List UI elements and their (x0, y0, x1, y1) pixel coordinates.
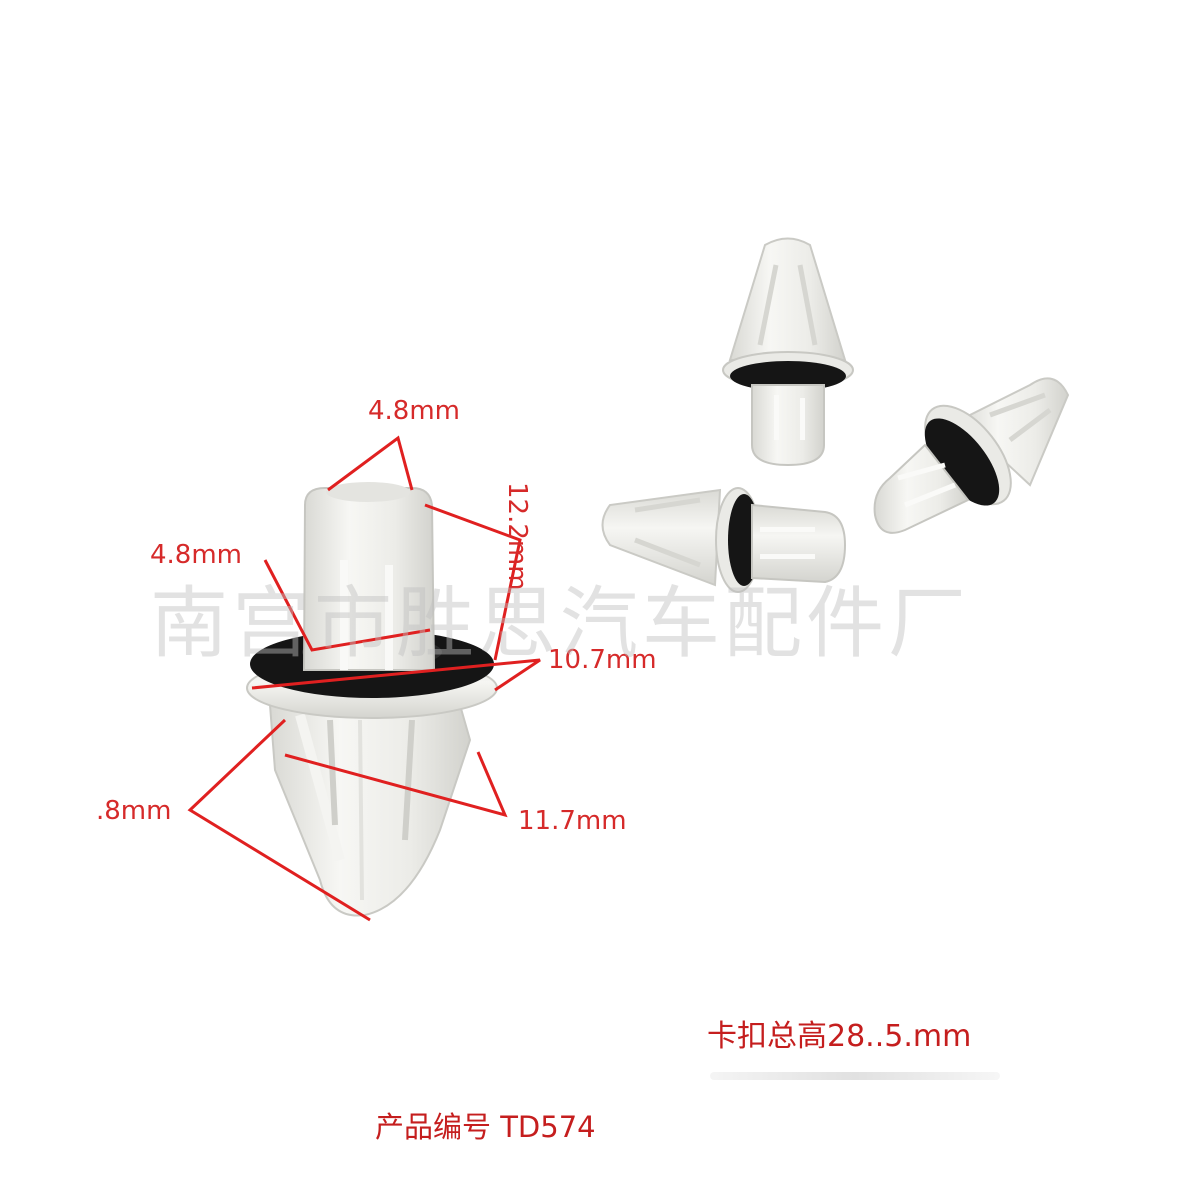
dim-tip-width: .8mm (96, 796, 172, 826)
clip-left (601, 487, 847, 593)
dim-leg-spread: 11.7mm (518, 806, 627, 836)
main-clip-legs (268, 704, 472, 917)
clip-right (873, 377, 1070, 534)
caption-product-code: 产品编号 TD574 (375, 1110, 596, 1144)
dimension-lines (187, 435, 541, 922)
main-clip-stem (302, 487, 436, 671)
main-clip (246, 482, 498, 917)
dim-stem-height: 12.2mm (502, 482, 532, 591)
caption-total-height: 卡扣总高28..5.mm (707, 1019, 972, 1054)
smudge-mark (710, 1072, 1000, 1080)
clip-top (722, 237, 854, 467)
dim-top-width: 4.8mm (368, 396, 461, 426)
dim-washer-diameter: 10.7mm (548, 645, 657, 675)
dim-stem-width: 4.8mm (150, 540, 243, 570)
